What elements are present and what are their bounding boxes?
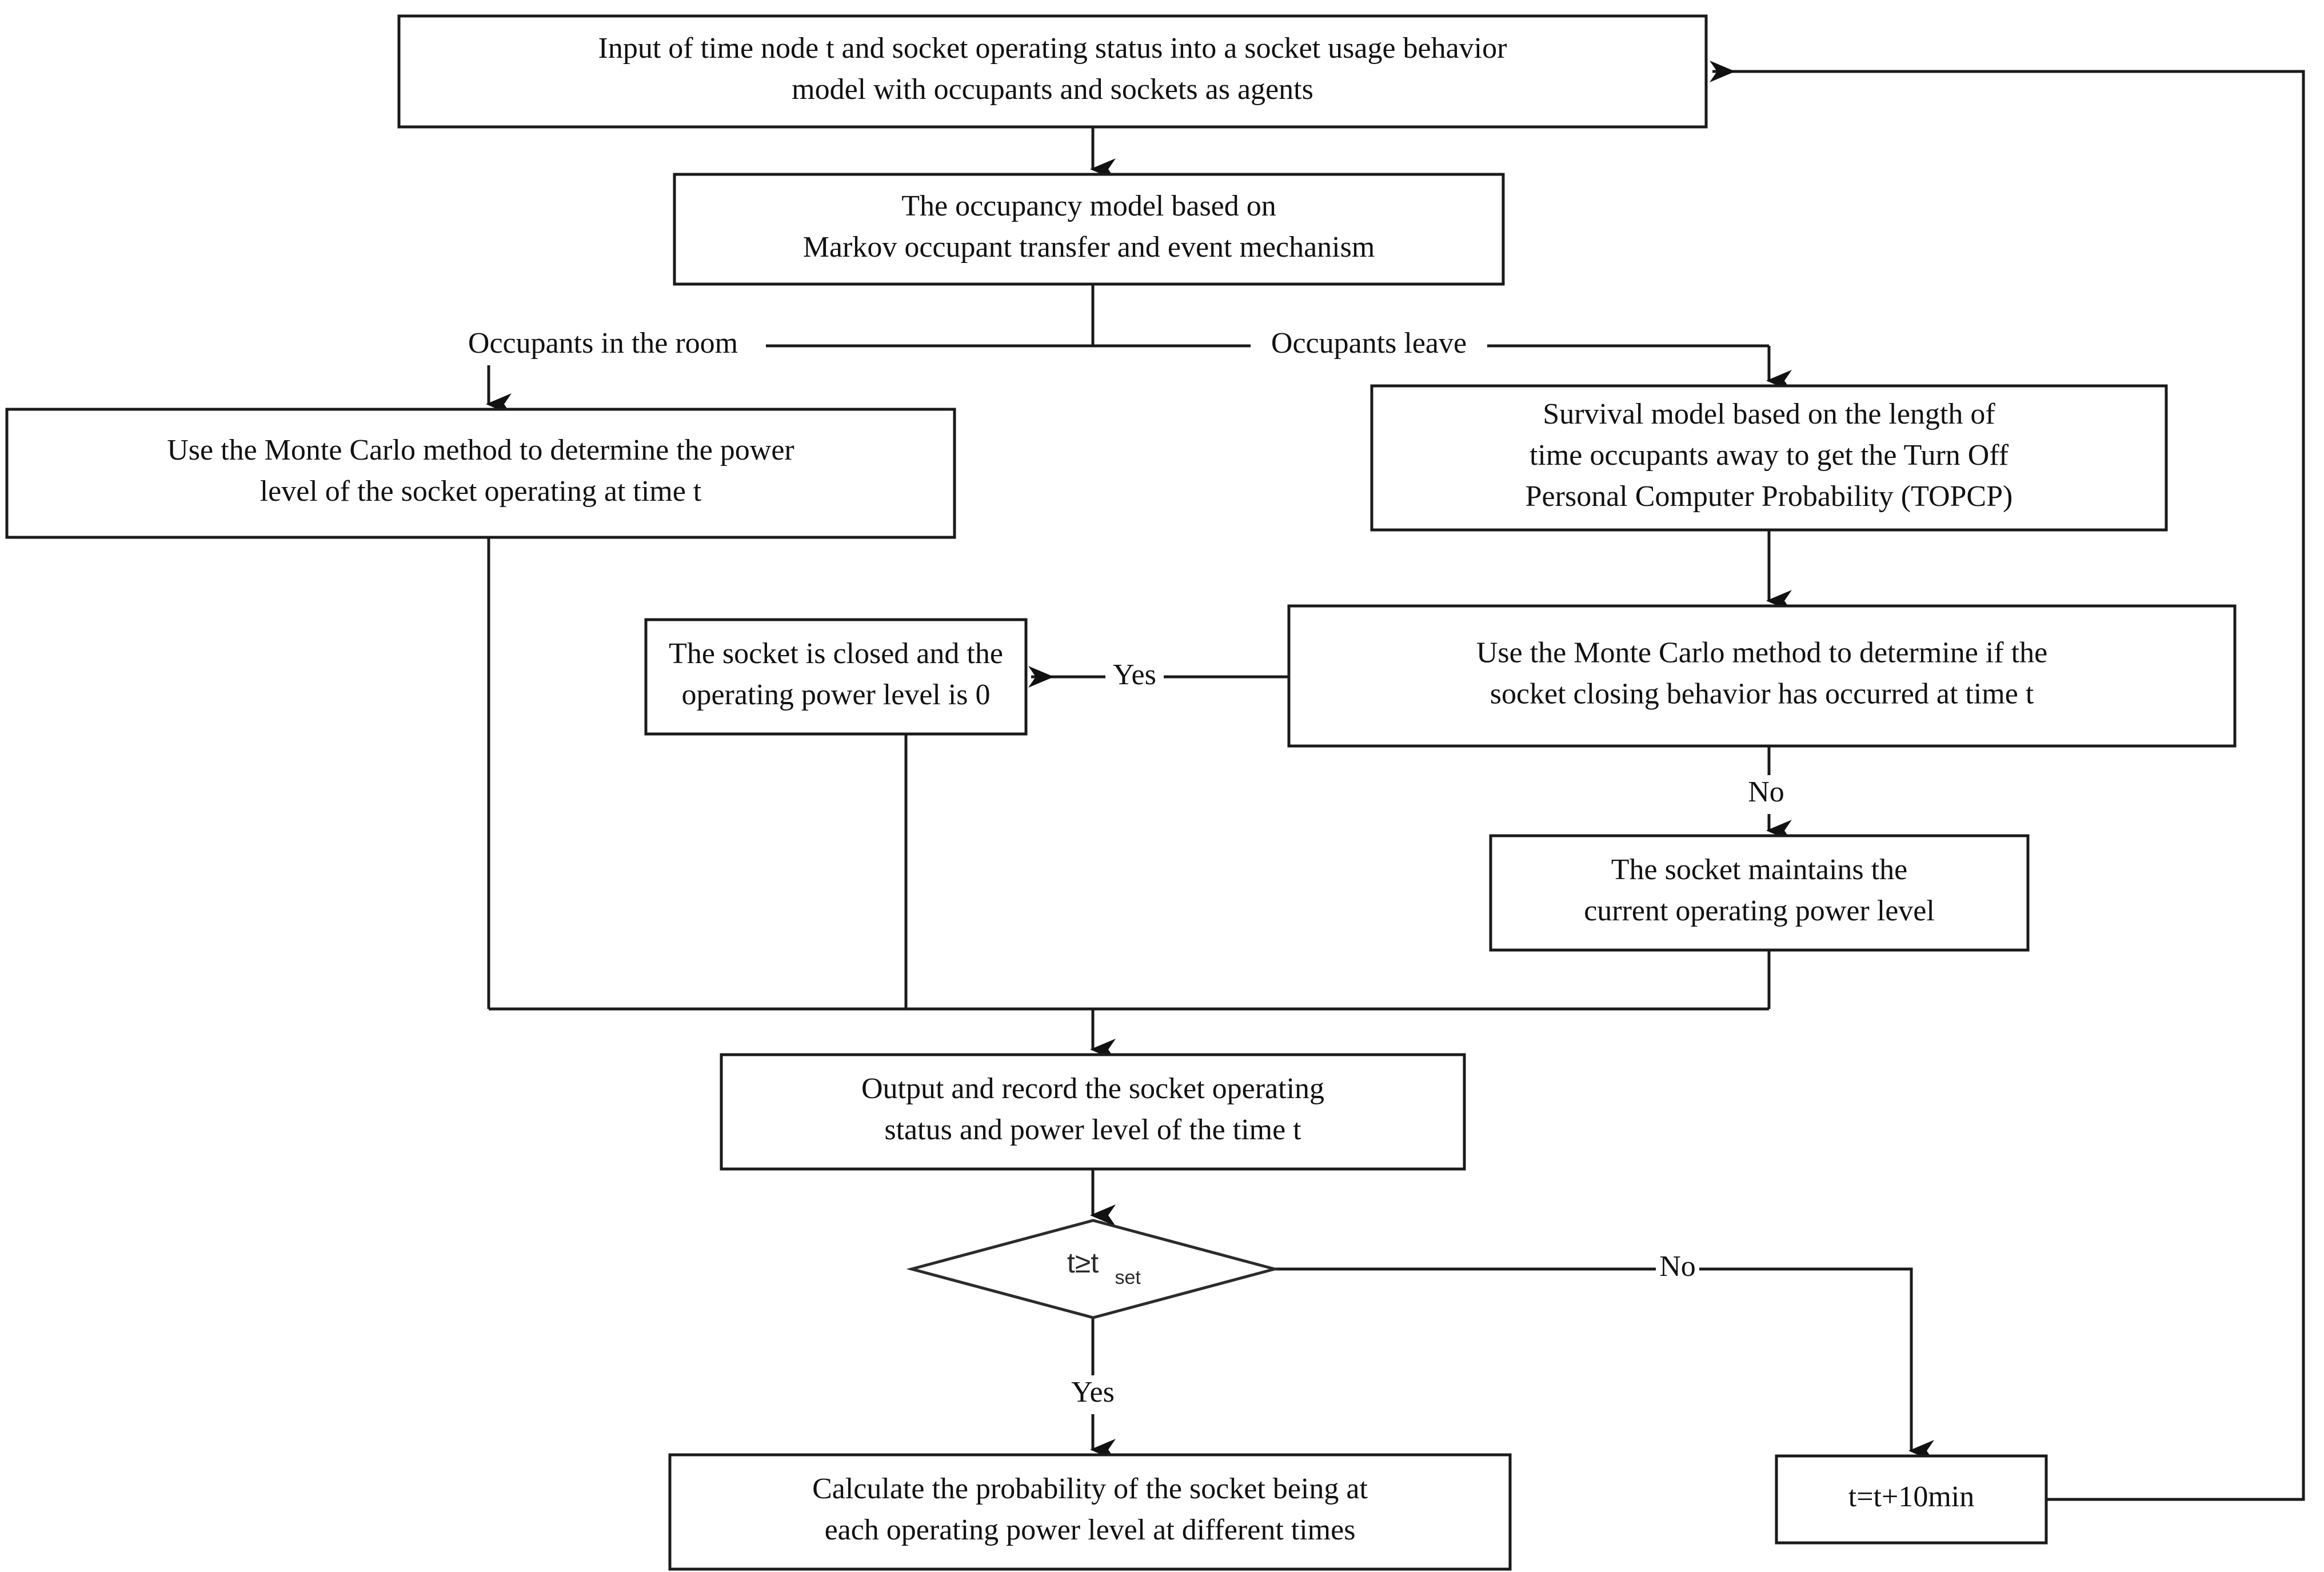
- node-label-socket-closed-line-1: The socket is closed and the: [669, 637, 1003, 670]
- node-label-decision-tset: t≥t: [1067, 1247, 1099, 1279]
- node-label-survival-model-line-2: time occupants away to get the Turn Off: [1530, 439, 2009, 472]
- edge-label-occupants-leave: Occupants leave: [1251, 326, 1487, 365]
- node-label-monte-carlo-power-line-1: Use the Monte Carlo method to determine …: [167, 434, 794, 466]
- edge-label-backing-occupants-leave: [1251, 326, 1487, 365]
- node-label-monte-carlo-closing-line-2: socket closing behavior has occurred at …: [1490, 677, 2034, 710]
- node-label-occupancy-model-line-1: The occupancy model based on: [901, 190, 1276, 222]
- node-shape-monte-carlo-power: [5, 408, 956, 539]
- node-label-survival-model-line-3: Personal Computer Probability (TOPCP): [1526, 480, 2013, 513]
- edge-label-backing-yes-closing: [1105, 658, 1164, 697]
- node-label-calculate-probability-line-2: each operating power level at different …: [825, 1514, 1356, 1546]
- edge-label-yes-tset: Yes: [1064, 1375, 1122, 1414]
- edge-label-no-closing: No: [1744, 775, 1788, 814]
- node-shape-decision-tset: [906, 1219, 1280, 1319]
- edge-label-text-occupants-in-room: Occupants in the room: [468, 327, 738, 360]
- edge-label-backing-occupants-in-room: [440, 326, 766, 365]
- node-occupancy-model[interactable]: The occupancy model based on Markov occup…: [673, 173, 1505, 286]
- node-survival-model[interactable]: Survival model based on the length of tim…: [1370, 384, 2168, 532]
- node-label-input-line-2: model with occupants and sockets as agen…: [792, 73, 1313, 106]
- node-label-socket-maintains-line-1: The socket maintains the: [1611, 853, 1907, 886]
- node-calculate-probability[interactable]: Calculate the probability of the socket …: [668, 1453, 1512, 1571]
- node-label-output-record-line-2: status and power level of the time t: [884, 1114, 1301, 1146]
- node-decision-tset[interactable]: t≥t set: [906, 1219, 1280, 1319]
- node-shape-monte-carlo-closing: [1287, 604, 2237, 748]
- edge-label-no-tset: No: [1656, 1250, 1699, 1288]
- edge-label-text-no-tset: No: [1659, 1250, 1696, 1283]
- node-increment-time[interactable]: t=t+10min: [1775, 1454, 2048, 1545]
- edge-label-backing-no-closing: [1744, 775, 1788, 814]
- node-shape-survival-model: [1370, 384, 2168, 532]
- node-label-subscript-decision-tset: set: [1115, 1267, 1141, 1288]
- node-label-output-record-line-1: Output and record the socket operating: [861, 1072, 1324, 1105]
- node-label-calculate-probability-line-1: Calculate the probability of the socket …: [812, 1473, 1368, 1505]
- edge-label-yes-closing: Yes: [1105, 658, 1164, 697]
- connector-increment-to-top-loop: [1710, 61, 2305, 1501]
- node-shape-input: [397, 14, 1708, 129]
- node-shape-socket-maintains: [1489, 834, 2030, 952]
- node-shape-occupancy-model: [673, 173, 1505, 286]
- edge-label-backing-yes-tset: [1064, 1375, 1122, 1414]
- edge-label-text-yes-closing: Yes: [1113, 659, 1156, 691]
- node-shape-socket-closed: [644, 618, 1028, 736]
- connector-decision-no-right: [1275, 1267, 1934, 1462]
- edge-label-text-no-closing: No: [1748, 776, 1784, 808]
- nodes-layer: Input of time node t and socket operatin…: [5, 14, 2237, 1571]
- node-label-input-line-1: Input of time node t and socket operatin…: [598, 32, 1507, 65]
- node-socket-closed[interactable]: The socket is closed and the operating po…: [644, 618, 1028, 736]
- node-input[interactable]: Input of time node t and socket operatin…: [397, 14, 1708, 129]
- node-label-socket-maintains-line-2: current operating power level: [1584, 895, 1935, 927]
- node-label-increment-time-line-1: t=t+10min: [1848, 1481, 1974, 1513]
- node-output-record[interactable]: Output and record the socket operating st…: [720, 1053, 1466, 1171]
- node-shape-increment-time: [1775, 1454, 2048, 1545]
- node-socket-maintains[interactable]: The socket maintains the current operatin…: [1489, 834, 2030, 952]
- edge-label-text-occupants-leave: Occupants leave: [1271, 327, 1467, 360]
- node-label-survival-model-line-1: Survival model based on the length of: [1543, 398, 1995, 430]
- edge-label-occupants-in-room: Occupants in the room: [440, 326, 766, 365]
- edge-label-text-yes-tset: Yes: [1071, 1376, 1115, 1409]
- node-shape-output-record: [720, 1053, 1466, 1171]
- node-label-monte-carlo-closing-line-1: Use the Monte Carlo method to determine …: [1476, 636, 2047, 669]
- edge-label-backing-no-tset: [1656, 1250, 1699, 1288]
- connectors-layer: [486, 61, 2305, 1501]
- node-monte-carlo-closing[interactable]: Use the Monte Carlo method to determine …: [1287, 604, 2237, 748]
- node-shape-calculate-probability: [668, 1453, 1512, 1571]
- node-label-occupancy-model-line-2: Markov occupant transfer and event mecha…: [803, 231, 1375, 264]
- node-label-monte-carlo-power-line-2: level of the socket operating at time t: [260, 475, 702, 508]
- node-label-socket-closed-line-2: operating power level is 0: [681, 679, 990, 711]
- node-monte-carlo-power[interactable]: Use the Monte Carlo method to determine …: [5, 408, 956, 539]
